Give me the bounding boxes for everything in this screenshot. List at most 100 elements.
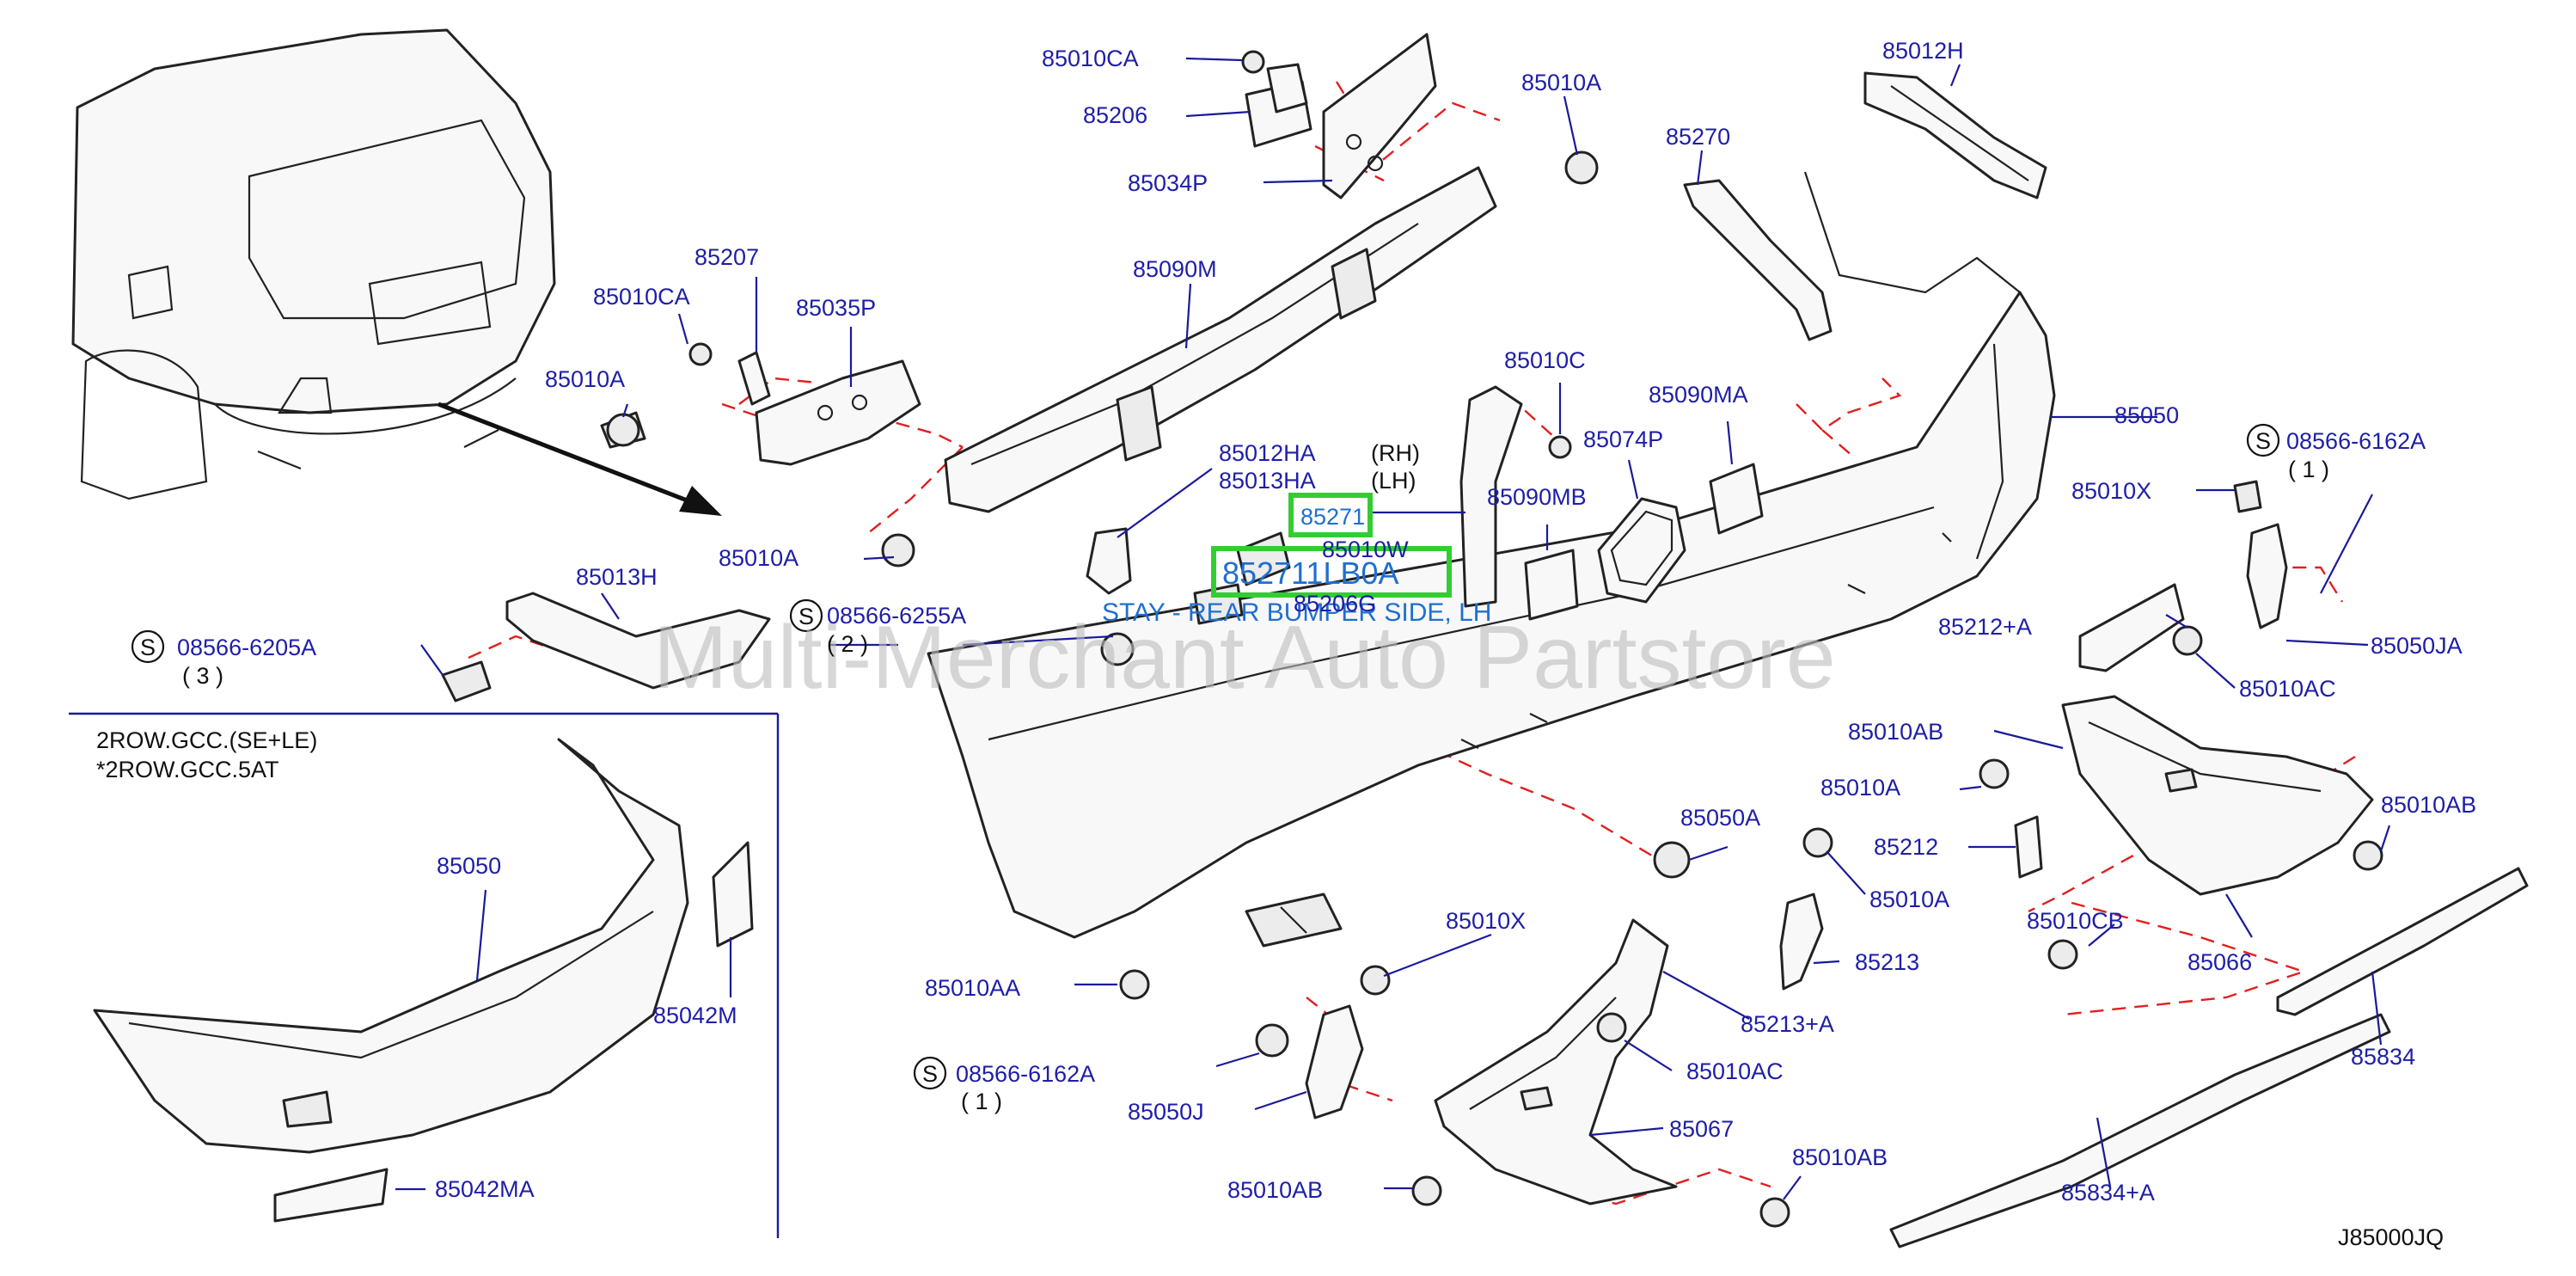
label-85010CB[interactable]: 85010CB bbox=[2027, 908, 2124, 934]
label-85010AB-bottom2[interactable]: 85010AB bbox=[1792, 1144, 1888, 1170]
leader-lines bbox=[395, 57, 2391, 1200]
label-85270[interactable]: 85270 bbox=[1666, 124, 1730, 150]
label-85012HA[interactable]: 85012HA bbox=[1219, 440, 1316, 466]
molding-85834A bbox=[1889, 1013, 2391, 1248]
label-85090M[interactable]: 85090M bbox=[1133, 256, 1217, 282]
label-85090MB[interactable]: 85090MB bbox=[1487, 484, 1587, 510]
label-85050[interactable]: 85050 bbox=[2114, 402, 2179, 428]
splash-guard-85066 bbox=[2061, 695, 2374, 896]
label-85010A-right[interactable]: 85010A bbox=[1820, 775, 1900, 801]
qty-08566-6162A-right: ( 1 ) bbox=[2288, 457, 2329, 482]
label-85834[interactable]: 85834 bbox=[2351, 1044, 2415, 1070]
label-85010CA-left[interactable]: 85010CA bbox=[593, 284, 690, 310]
bracket-85212 bbox=[2014, 815, 2043, 879]
part-labels: 85010CA 85206 85034P 85010A 85012H 85270… bbox=[177, 38, 2476, 1205]
label-85834A[interactable]: 85834+A bbox=[2061, 1180, 2155, 1205]
label-85010C[interactable]: 85010C bbox=[1504, 347, 1586, 373]
label-85050J[interactable]: 85050J bbox=[1128, 1099, 1204, 1125]
watermark: Multi-Merchant Auto Partstore bbox=[653, 608, 1836, 708]
note-line-1: 2ROW.GCC.(SE+LE) bbox=[96, 727, 317, 753]
label-85013HA[interactable]: 85013HA bbox=[1219, 468, 1316, 494]
stay-85206 bbox=[1241, 50, 1312, 148]
stay-85012HA bbox=[1086, 527, 1132, 595]
s-symbols: S S S S bbox=[131, 423, 2280, 1090]
label-08566-6162A-right[interactable]: 08566-6162A bbox=[2286, 428, 2426, 454]
label-85213[interactable]: 85213 bbox=[1855, 949, 1919, 975]
label-85010A-mid[interactable]: 85010A bbox=[719, 545, 798, 571]
retainer-85035P bbox=[755, 359, 921, 466]
stay-85271 bbox=[1459, 385, 1572, 608]
bracket-85050J bbox=[1305, 1004, 1364, 1120]
highlight-description[interactable]: STAY - REAR BUMPER SIDE, LH bbox=[1102, 598, 1491, 627]
label-85010W[interactable]: 85010W bbox=[1322, 537, 1409, 562]
highlight-catalog-number[interactable]: 852711LB0A bbox=[1222, 555, 1399, 591]
bracket-85050JA bbox=[2233, 480, 2288, 629]
note-line-2: *2ROW.GCC.5AT bbox=[96, 757, 279, 782]
pad-85090MB bbox=[1524, 549, 1579, 621]
label-85010A-right2[interactable]: 85010A bbox=[1869, 886, 1949, 912]
bracket-85213 bbox=[1779, 893, 1824, 991]
label-08566-6205A[interactable]: 08566-6205A bbox=[177, 635, 316, 660]
label-85010AC-mid[interactable]: 85010AC bbox=[1686, 1058, 1784, 1084]
s-symbol-6162A-mid bbox=[913, 1056, 947, 1090]
splash-guard-85067 bbox=[1434, 918, 1678, 1205]
label-08566-6162A-mid[interactable]: 08566-6162A bbox=[956, 1061, 1095, 1087]
label-85067[interactable]: 85067 bbox=[1669, 1116, 1734, 1142]
bracket-85212A bbox=[2078, 583, 2185, 672]
s-symbol-text: S bbox=[922, 1061, 938, 1087]
label-85042MA[interactable]: 85042MA bbox=[435, 1176, 535, 1202]
s-symbol-6162A-right bbox=[2246, 423, 2280, 457]
label-85212A[interactable]: 85212+A bbox=[1938, 614, 2032, 640]
highlight-box-852711LB0A[interactable] bbox=[1211, 546, 1452, 598]
label-lh: (LH) bbox=[1371, 468, 1416, 494]
label-85010X-mid[interactable]: 85010X bbox=[1446, 908, 1526, 934]
label-85050-inset[interactable]: 85050 bbox=[437, 853, 501, 879]
stay-85012H bbox=[1863, 71, 2047, 199]
label-85010A-left[interactable]: 85010A bbox=[545, 366, 625, 392]
label-85035P[interactable]: 85035P bbox=[796, 295, 876, 321]
label-85010AB-right2[interactable]: 85010AB bbox=[2381, 792, 2476, 818]
rear-bumper-85050 bbox=[927, 171, 2056, 948]
bracket-85270 bbox=[1683, 179, 1833, 341]
highlighted-part[interactable]: 85271 852711LB0A STAY - REAR BUMPER SIDE… bbox=[1102, 493, 1491, 627]
label-08566-6255A[interactable]: 08566-6255A bbox=[827, 603, 966, 629]
label-85010CA-top[interactable]: 85010CA bbox=[1042, 46, 1139, 71]
label-85207[interactable]: 85207 bbox=[694, 244, 759, 270]
label-85010AA[interactable]: 85010AA bbox=[925, 975, 1020, 1001]
s-symbol-text: S bbox=[798, 604, 814, 629]
label-85212[interactable]: 85212 bbox=[1874, 834, 1938, 860]
label-85206[interactable]: 85206 bbox=[1083, 102, 1147, 128]
pad-85090MA bbox=[1709, 463, 1764, 535]
highlight-box-85271[interactable] bbox=[1288, 493, 1373, 537]
label-85042M[interactable]: 85042M bbox=[653, 1003, 737, 1028]
reflector-85074P bbox=[1597, 497, 1686, 604]
inset-bumper-85050 bbox=[93, 738, 754, 1223]
label-85010A-top[interactable]: 85010A bbox=[1521, 70, 1601, 95]
label-85010X-right[interactable]: 85010X bbox=[2071, 478, 2151, 504]
label-85090MA[interactable]: 85090MA bbox=[1649, 382, 1748, 408]
label-85050JA[interactable]: 85050JA bbox=[2371, 633, 2463, 659]
label-85013H[interactable]: 85013H bbox=[576, 564, 658, 590]
fasteners bbox=[606, 150, 2383, 1228]
label-85010AC-right[interactable]: 85010AC bbox=[2239, 676, 2336, 702]
label-85074P[interactable]: 85074P bbox=[1583, 426, 1663, 452]
label-85012H[interactable]: 85012H bbox=[1882, 38, 1964, 64]
s-symbol-text: S bbox=[2255, 428, 2271, 454]
label-85034P[interactable]: 85034P bbox=[1128, 170, 1208, 196]
s-symbol-text: S bbox=[140, 635, 156, 660]
label-85050A[interactable]: 85050A bbox=[1680, 805, 1760, 831]
label-85010AB-bottom1[interactable]: 85010AB bbox=[1227, 1177, 1323, 1203]
label-85206G[interactable]: 85206G bbox=[1294, 591, 1376, 617]
label-85010AB-right1[interactable]: 85010AB bbox=[1848, 719, 1943, 745]
label-rh: (RH) bbox=[1371, 440, 1420, 466]
reinforcement-85090M bbox=[944, 166, 1497, 513]
stay-85034P bbox=[1322, 33, 1437, 199]
vehicle-rear-view bbox=[71, 28, 722, 516]
highlight-part-number[interactable]: 85271 bbox=[1300, 504, 1365, 530]
stay-85013H bbox=[441, 592, 771, 702]
label-85213A[interactable]: 85213+A bbox=[1741, 1011, 1834, 1037]
qty-08566-6205A: ( 3 ) bbox=[182, 663, 223, 689]
qty-08566-6162A-mid: ( 1 ) bbox=[961, 1089, 1002, 1114]
label-85066[interactable]: 85066 bbox=[2187, 949, 2252, 975]
